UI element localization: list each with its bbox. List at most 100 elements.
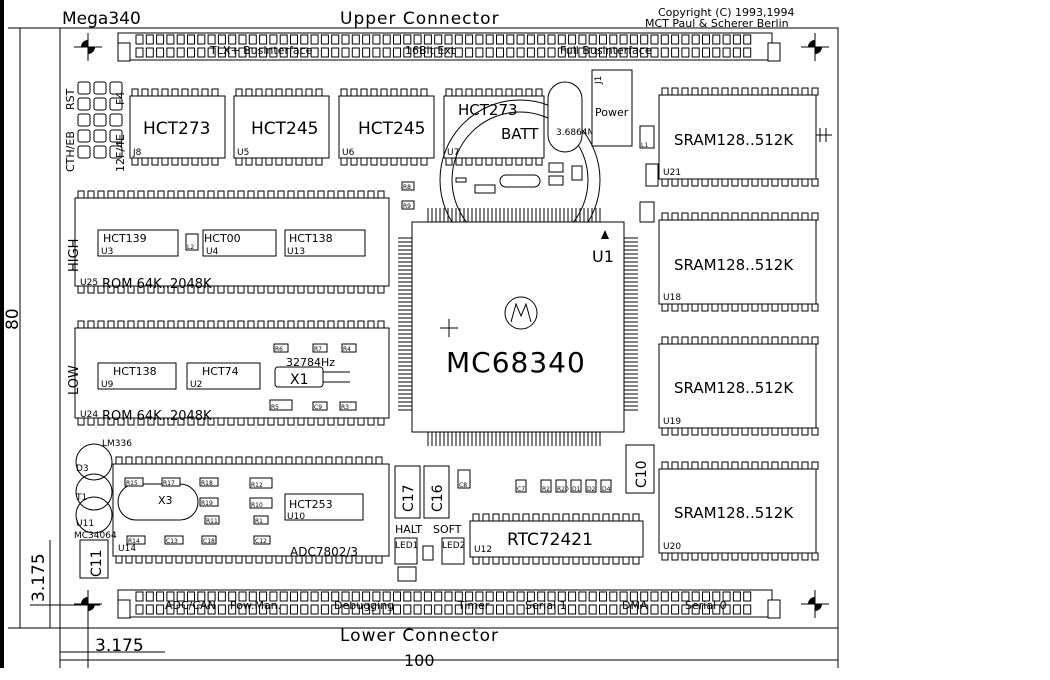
connector-pin — [671, 47, 680, 58]
dip-pin — [661, 87, 669, 96]
connector-pin — [269, 34, 278, 45]
small-component — [185, 233, 199, 251]
dip-pin — [337, 417, 345, 426]
connector-pin — [444, 591, 453, 602]
connector-pin — [547, 34, 556, 45]
dip-pin — [505, 157, 513, 166]
connector-pin — [423, 47, 432, 58]
lower-connector-label: Lower Connector — [340, 626, 499, 646]
dip-pin — [335, 456, 343, 465]
small-component — [548, 162, 564, 173]
jumper-pin — [93, 97, 107, 111]
jumper-pin — [109, 81, 123, 95]
connector-pin — [269, 47, 278, 58]
led1-label: LED1 — [395, 541, 418, 551]
power-label: Power — [595, 106, 629, 119]
dip-pin — [177, 320, 185, 329]
dip-pin — [390, 157, 398, 166]
connector-pin — [629, 47, 638, 58]
chip-u12-ref: U12 — [474, 545, 492, 555]
dip-pin — [711, 212, 719, 221]
dip-pin — [211, 88, 219, 97]
connector-pin — [135, 604, 144, 615]
dip-pin — [502, 556, 510, 565]
dip-pin — [801, 87, 809, 96]
connector-pin — [454, 604, 463, 615]
connector-pin — [547, 47, 556, 58]
connector-pin — [423, 591, 432, 602]
dip-pin — [115, 456, 123, 465]
connector-pin — [743, 591, 752, 602]
dip-pin — [502, 513, 510, 522]
connector-pin — [166, 47, 175, 58]
dip-pin — [375, 456, 383, 465]
dip-pin — [347, 285, 355, 294]
dip-pin — [350, 157, 358, 166]
dip-pin — [400, 157, 408, 166]
dip-pin — [420, 88, 428, 97]
connector-pin — [238, 591, 247, 602]
sram-u19-label: SRAM128..512K — [674, 379, 794, 397]
led2-label: LED2 — [442, 541, 465, 551]
jumper-label-rst: RST — [64, 88, 77, 110]
connector-pin — [516, 591, 525, 602]
t1-label: T1 — [75, 493, 87, 503]
dip-pin — [161, 157, 169, 166]
jumper-pin — [109, 145, 123, 159]
sram-chip — [658, 343, 817, 429]
connector-pin — [485, 591, 494, 602]
dip-pin — [287, 285, 295, 294]
dip-pin — [235, 88, 243, 97]
chip-u6-label: HCT245 — [358, 119, 426, 139]
rtc-pins — [472, 513, 640, 565]
dip-pin — [305, 88, 313, 97]
dip-pin — [195, 555, 203, 564]
dip-pin — [247, 285, 255, 294]
dip-pin — [681, 212, 689, 221]
connector-pin — [578, 47, 587, 58]
dip-pin — [265, 157, 273, 166]
dip-pin — [562, 513, 570, 522]
dip-pin — [215, 456, 223, 465]
connector-pin — [578, 591, 587, 602]
dip-pin — [811, 461, 819, 470]
dip-pin — [420, 157, 428, 166]
dip-pin — [147, 320, 155, 329]
connector-pin — [691, 591, 700, 602]
dip-pin — [155, 555, 163, 564]
dip-pin — [377, 190, 385, 199]
small-component — [201, 535, 217, 545]
dip-pin — [360, 88, 368, 97]
mounting-hole-tr — [801, 33, 829, 61]
connector-pin — [217, 34, 226, 45]
small-component — [767, 42, 781, 62]
dip-pin — [711, 178, 719, 187]
dip-pin — [801, 461, 809, 470]
dip-pin — [187, 190, 195, 199]
dip-pin — [681, 303, 689, 312]
small-component — [312, 343, 328, 353]
small-component-ref: D4 — [602, 486, 611, 493]
connector-pin — [660, 47, 669, 58]
dip-pin — [552, 513, 560, 522]
connector-pin — [681, 604, 690, 615]
dip-pin — [277, 285, 285, 294]
connector-pin — [217, 604, 226, 615]
dip-pin — [771, 552, 779, 561]
dip-pin — [245, 88, 253, 97]
mounting-hole-bl — [74, 590, 102, 618]
sram-u20-label: SRAM128..512K — [674, 504, 794, 522]
connector-pin — [629, 591, 638, 602]
small-component — [312, 401, 328, 411]
led1: LED1 — [394, 537, 418, 565]
small-component-ref: C9 — [314, 404, 322, 411]
dip-pin — [191, 88, 199, 97]
dip-pin — [175, 456, 183, 465]
small-component — [253, 515, 269, 525]
connector-pin — [197, 47, 206, 58]
small-component — [570, 479, 582, 493]
connector-pin — [413, 591, 422, 602]
dip-pin — [355, 456, 363, 465]
dip-pin — [285, 88, 293, 97]
connector-pin — [362, 591, 371, 602]
